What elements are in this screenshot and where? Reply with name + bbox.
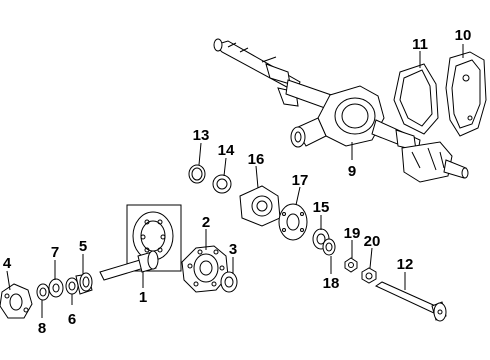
- callout-2: 2: [202, 214, 210, 231]
- callout-7: 7: [51, 244, 59, 261]
- callout-6: 6: [68, 311, 76, 328]
- friction-plate: [278, 203, 308, 241]
- callout-11: 11: [412, 36, 428, 53]
- ring-and-pinion-gear: [99, 204, 182, 281]
- callout-16: 16: [248, 151, 265, 168]
- pinion-seal: [36, 283, 50, 301]
- differential-case: [181, 245, 229, 293]
- callout-18: 18: [323, 275, 340, 292]
- callout-10: 10: [455, 27, 472, 44]
- callout-5: 5: [79, 238, 87, 255]
- callout-19: 19: [344, 225, 361, 242]
- callout-13: 13: [193, 127, 210, 144]
- side-bearing: [212, 174, 232, 194]
- collapsible-spacer: [65, 277, 79, 295]
- callout-17: 17: [292, 172, 309, 189]
- bearing-cup: [322, 238, 336, 256]
- callout-3: 3: [229, 241, 237, 258]
- axle-nut: [344, 257, 358, 273]
- pinion-inner-bearing: [75, 272, 93, 295]
- axle-shaft: [374, 281, 447, 322]
- differential-cover: [445, 51, 487, 137]
- callout-14: 14: [218, 142, 235, 159]
- side-bearing-left: [220, 271, 238, 293]
- callout-1: 1: [139, 289, 147, 306]
- leader-lines: [6, 44, 464, 318]
- callout-4: 4: [3, 255, 12, 272]
- callout-15: 15: [313, 199, 330, 216]
- axle-housing: [213, 38, 469, 183]
- lock-washer: [361, 267, 377, 284]
- cover-gasket: [393, 63, 439, 135]
- pinion-flange: [0, 283, 33, 319]
- differential-case-half: [239, 185, 281, 227]
- callout-20: 20: [364, 233, 381, 250]
- callout-8: 8: [38, 320, 46, 337]
- callout-9: 9: [348, 163, 356, 180]
- bearing-shim: [188, 164, 206, 184]
- callout-labels: 1 2 3 4 5 6 7 8 9 10 11 12 13 14 15 16 1…: [3, 27, 472, 337]
- pinion-outer-bearing: [48, 278, 64, 298]
- callout-12: 12: [397, 256, 414, 273]
